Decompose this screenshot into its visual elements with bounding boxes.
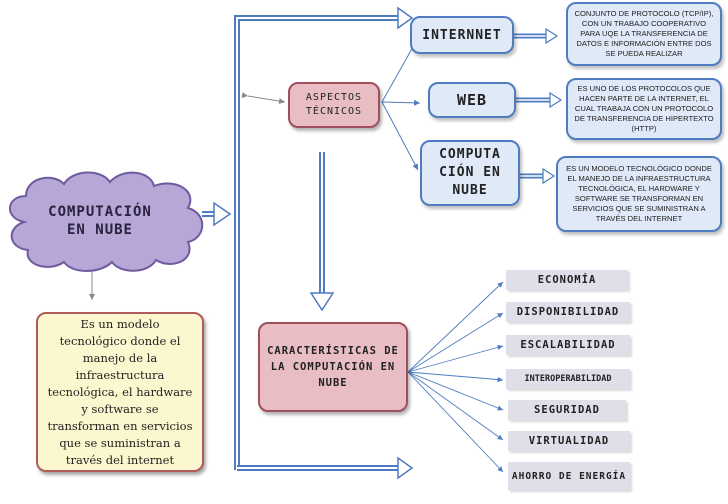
feature-label: VIRTUALIDAD [528, 435, 610, 447]
definition-line: y software se [81, 401, 159, 416]
aspectos-links [381, 37, 421, 171]
desc-line: (HTTP) [631, 124, 657, 133]
definition-line: infraestructura [75, 367, 165, 382]
feature-virtualidad: VIRTUALIDAD [508, 431, 630, 451]
desc-line: SERVICIOS QUE SE SUMINISTRAN A [572, 204, 706, 213]
feature-links [407, 281, 504, 473]
caracteristicas-line-3: NUBE [318, 377, 348, 389]
feature-label: INTEROPERABILIDAD [524, 374, 612, 384]
feature-label: ECONOMÍA [537, 274, 597, 286]
description-links [514, 27, 563, 185]
internet-label: INTERNNET [422, 27, 502, 43]
desc-line: HACEN PARTE DE LA INTERNET, EL [579, 94, 709, 103]
desc-line: ES UN MODELO TECNOLÓGICO DONDE [566, 164, 712, 173]
feature-disponibilidad: DISPONIBILIDAD [506, 302, 630, 322]
feature-escalabilidad: ESCALABILIDAD [506, 335, 630, 355]
definition-line: transforman en servicios [47, 418, 193, 433]
feature-label: SEGURIDAD [534, 404, 600, 416]
web-description: ES UNO DE LOS PROTOCOLOS QUE HACEN PARTE… [566, 78, 722, 140]
definition-line: que se suministran a [59, 435, 181, 450]
desc-line: EL MANEJO DE LA INFRAESTRUCTURA [567, 174, 711, 183]
desc-line: DE TRANSFERENCIA DE HIPERTEXTO [574, 114, 714, 123]
bottom-arrowhead [397, 456, 414, 480]
internet-description: CONJUNTO DE PROTOCOLO (TCP/IP), CON UN T… [566, 2, 722, 66]
definition-line: través del internet [65, 452, 175, 467]
feature-label: ESCALABILIDAD [520, 339, 616, 351]
cloud-line-2: EN NUBE [66, 222, 133, 238]
computacion-node: COMPUTA CIÓN EN NUBE [420, 140, 520, 206]
desc-line: TECNOLÓGICA, EL HARDWARE Y [578, 184, 700, 193]
feature-label: DISPONIBILIDAD [516, 306, 620, 318]
feature-label: AHORRO DE ENERGÍA [511, 470, 627, 482]
feature-ahorro-energia: AHORRO DE ENERGÍA [508, 462, 630, 490]
desc-line: DATOS E INFORMACIÓN ENTRE DOS [576, 39, 712, 48]
cloud-node: COMPUTACIÓN EN NUBE [20, 194, 180, 248]
definition-box: Es un modelo tecnológico donde el manejo… [36, 312, 204, 472]
aspectos-tecnicos-node: ASPECTOS TÉCNICOS [288, 82, 380, 128]
definition-line: Es un modelo [80, 316, 160, 331]
web-node: WEB [428, 82, 516, 118]
feature-interoperabilidad: INTEROPERABILIDAD [506, 369, 630, 389]
desc-line: TRAVÉS DEL INTERNET [595, 214, 683, 223]
desc-line: PARA UQE LA TRANSFERENCIA DE [580, 29, 708, 38]
computacion-line-2: CIÓN EN [439, 165, 501, 180]
feature-economia: ECONOMÍA [506, 270, 628, 290]
definition-line: tecnológica, el hardware [47, 384, 193, 399]
desc-line: CONJUNTO DE PROTOCOLO (TCP/IP), [574, 9, 714, 18]
cloud-to-bracket-arrow [202, 201, 232, 227]
desc-line: CON UN TRABAJO COOPERATIVO [581, 19, 707, 28]
desc-line: SOFTWARE SE TRANSFORMAN EN [574, 194, 704, 203]
cloud-shape [9, 171, 204, 272]
caracteristicas-line-1: CARACTERÍSTICAS DE [267, 345, 399, 357]
computacion-line-3: NUBE [452, 183, 488, 198]
aspectos-line-1: ASPECTOS [305, 92, 363, 103]
internet-node: INTERNNET [410, 16, 514, 54]
feature-seguridad: SEGURIDAD [508, 400, 626, 420]
definition-line: tecnológico donde el [59, 333, 181, 348]
desc-line: ES UNO DE LOS PROTOCOLOS QUE [577, 84, 711, 93]
desc-line: SE PUEDA REALIZAR [605, 49, 683, 58]
nube-description: ES UN MODELO TECNOLÓGICO DONDE EL MANEJO… [556, 156, 722, 232]
bracket-frame [234, 15, 400, 471]
aspectos-line-2: TÉCNICOS [305, 106, 363, 117]
bracket-to-aspectos-arrow [241, 92, 286, 105]
top-arrowhead [397, 6, 414, 30]
web-label: WEB [456, 91, 488, 109]
caracteristicas-node: CARACTERÍSTICAS DE LA COMPUTACIÓN EN NUB… [258, 322, 408, 412]
computacion-line-1: COMPUTA [439, 147, 501, 162]
definition-line: manejo de la [82, 350, 158, 365]
desc-line: CUAL TRABAJA CON UN PROTOCOLO [574, 104, 714, 113]
caracteristicas-line-2: LA COMPUTACIÓN EN [270, 361, 396, 373]
cloud-line-1: COMPUTACIÓN [48, 204, 152, 220]
down-arrow [309, 152, 335, 312]
